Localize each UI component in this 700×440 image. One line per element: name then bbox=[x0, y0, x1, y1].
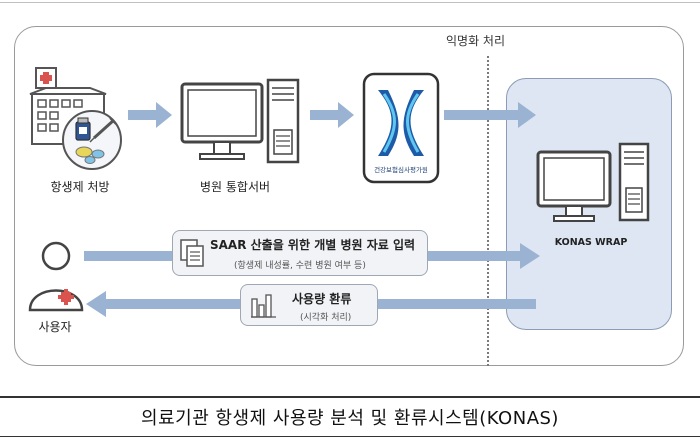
hira-logo-text: 건강보험심사평가원 bbox=[374, 166, 428, 174]
top-rule bbox=[0, 2, 700, 3]
prescription-label: 항생제 처방 bbox=[50, 180, 110, 194]
arrow-right-icon bbox=[310, 102, 354, 128]
bar-chart-icon bbox=[251, 294, 276, 318]
input-flow-box bbox=[172, 230, 428, 276]
document-icon bbox=[180, 239, 204, 267]
user-label: 사용자 bbox=[38, 320, 72, 334]
hospital-server-label: 병원 통합서버 bbox=[199, 180, 271, 194]
feedback-flow-title: 사용량 환류 bbox=[292, 292, 352, 306]
feedback-flow-subtitle: (시각화 처리) bbox=[300, 313, 352, 323]
prescription-icon bbox=[62, 110, 122, 170]
konas-label: KONAS WRAP bbox=[554, 237, 628, 248]
caption-rule-top bbox=[0, 396, 700, 398]
input-flow-subtitle: (항생제 내성률, 수련 병원 여부 등) bbox=[234, 261, 366, 271]
arrow-right-icon bbox=[444, 102, 536, 128]
user-icon bbox=[28, 241, 84, 312]
caption-rule-bottom bbox=[0, 436, 700, 437]
anonymization-label: 익명화 처리 bbox=[446, 34, 506, 48]
arrow-right-icon bbox=[128, 102, 172, 128]
konas-computer-icon bbox=[536, 142, 650, 222]
diagram-frame bbox=[14, 26, 684, 366]
anonymization-divider bbox=[487, 56, 489, 366]
hospital-server-icon bbox=[180, 78, 300, 164]
figure-caption: 의료기관 항생제 사용량 분석 및 환류시스템(KONAS) bbox=[141, 408, 559, 429]
hira-logo bbox=[362, 72, 440, 184]
input-flow-title: SAAR 산출을 위한 개별 병원 자료 입력 bbox=[210, 238, 416, 252]
